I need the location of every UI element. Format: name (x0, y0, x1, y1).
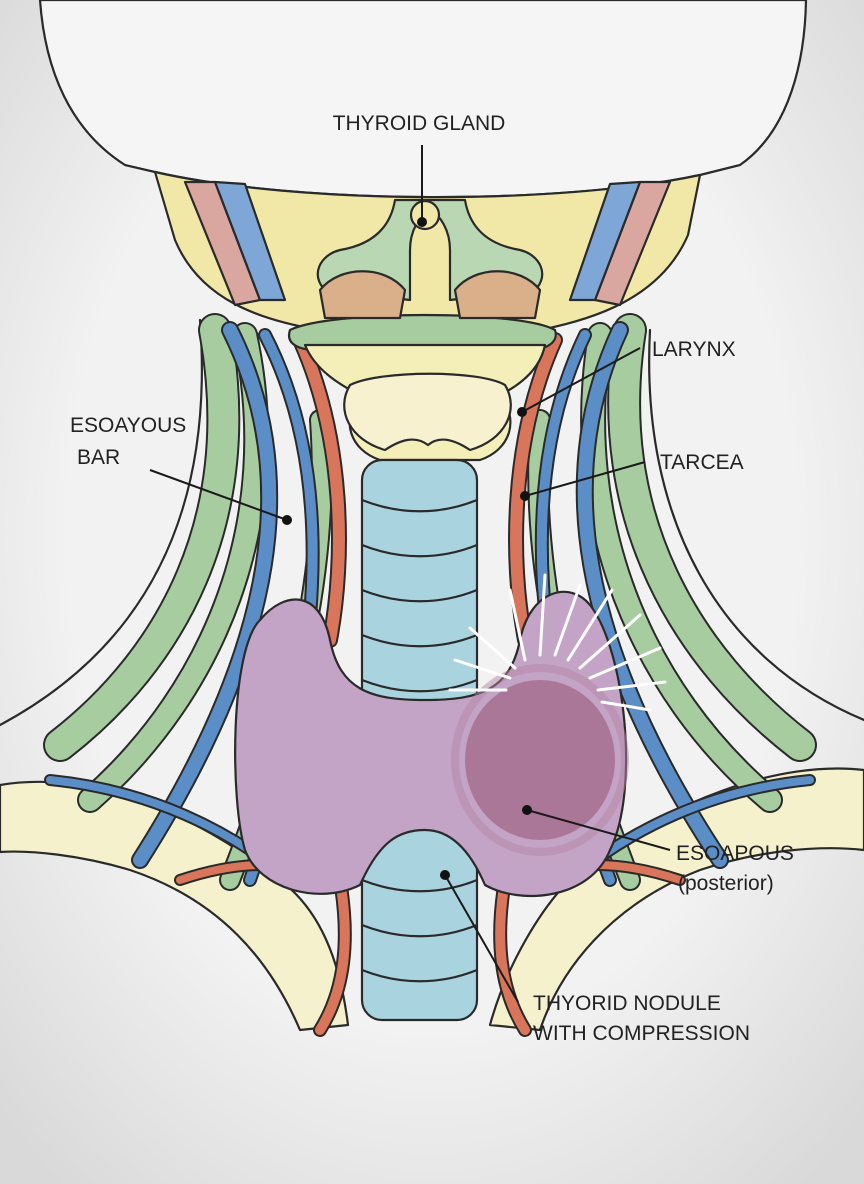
leader-esoayous (149, 469, 292, 525)
mandible-region (153, 170, 702, 332)
leader-larynx (517, 347, 641, 417)
label-esoayous-1: ESOAYOUS (70, 414, 186, 437)
label-tarcea: TARCEA (660, 451, 744, 474)
label-nodule-2: WITH COMPRESSION (533, 1022, 750, 1045)
label-larynx: LARYNX (652, 338, 736, 361)
neck-outline-left (0, 318, 203, 727)
salivary-right (453, 270, 542, 320)
jaw-vein-right (568, 180, 642, 302)
thyroid-nodule (465, 680, 615, 840)
jaw-vein-left (213, 180, 287, 302)
compression-rays (448, 573, 667, 712)
label-nodule-1: THYORID NODULE (533, 992, 721, 1015)
label-esoayous-2: BAR (77, 446, 120, 469)
label-thyroid-gland: THYROID GLAND (333, 112, 506, 135)
salivary-left (318, 270, 407, 320)
leader-nodule (440, 870, 519, 1003)
neck-outline-right (648, 328, 864, 722)
leader-tarcea (520, 461, 646, 501)
label-esoapous-2: (posterior) (678, 872, 774, 895)
thyroid-nodule-halo (451, 664, 629, 856)
leader-esoapous (522, 805, 671, 851)
tracheal-rings (360, 498, 479, 983)
label-esoapous-1: ESOAPOUS (676, 842, 794, 865)
leader-thyroid-gland (417, 145, 427, 227)
larynx-lower (343, 372, 512, 452)
